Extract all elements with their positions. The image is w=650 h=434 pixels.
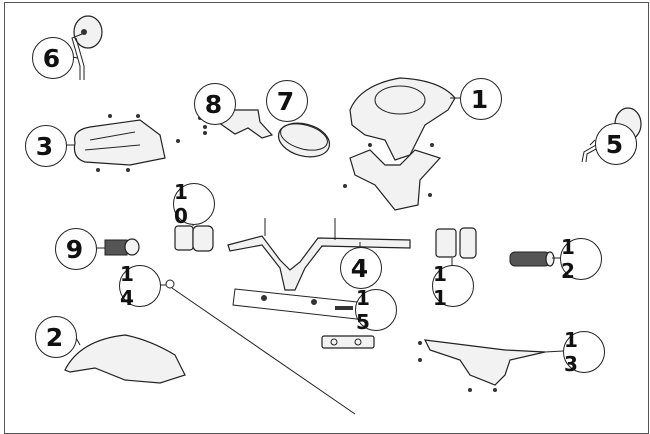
left-grip [104, 238, 140, 256]
left-mirror [71, 15, 103, 80]
callout-5: 5 [595, 123, 637, 165]
callout-12: 1 2 [560, 235, 602, 283]
callout-14: 1 4 [119, 262, 161, 310]
callout-3: 3 [25, 125, 67, 167]
callout-9: 9 [55, 228, 97, 270]
handlebar-lower-cover [418, 339, 546, 392]
callout-13: 1 3 [563, 328, 605, 376]
clamp [321, 335, 375, 349]
callout-7: 7 [266, 80, 308, 122]
right-grip [509, 251, 555, 267]
callout-6: 6 [32, 37, 74, 79]
handlebar [227, 218, 411, 291]
callout-10: 1 0 [173, 180, 215, 228]
callout-2: 2 [35, 316, 77, 358]
right-switch [435, 227, 477, 266]
callout-1: 1 [460, 78, 502, 120]
callout-8: 8 [194, 83, 236, 125]
headlight [73, 114, 180, 172]
handlebar-front-cover [349, 77, 456, 161]
cable [165, 279, 356, 415]
callout-11: 1 1 [432, 262, 474, 310]
speedometer [277, 122, 331, 158]
front-upper-cover [64, 334, 186, 384]
callout-4: 4 [340, 247, 382, 289]
callout-15: 1 5 [355, 286, 397, 334]
handlebar-rear-cover [343, 143, 442, 211]
